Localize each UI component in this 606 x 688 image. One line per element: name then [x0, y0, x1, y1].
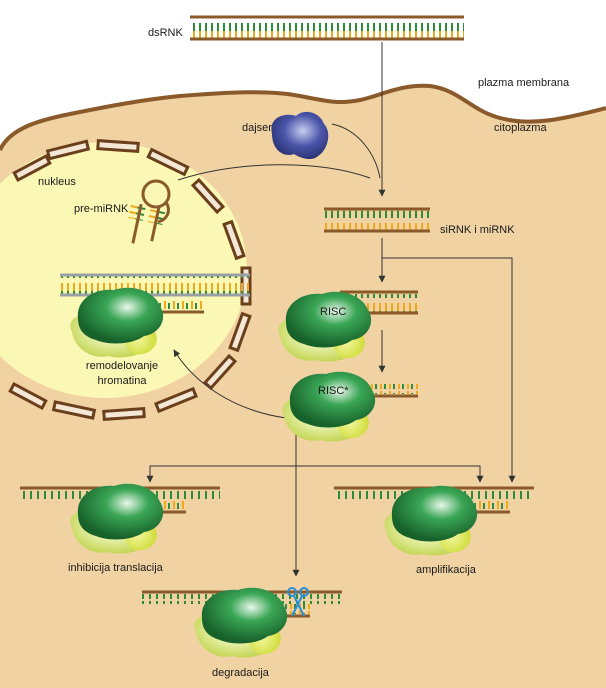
label-pre-mirna: pre-miRNK — [74, 203, 129, 215]
sirna-mirna-duplex — [324, 207, 430, 233]
pre-mirna-hairpin — [128, 179, 171, 244]
label-amplification: amplifikacija — [416, 564, 477, 576]
label-dsrna: dsRNK — [148, 27, 184, 39]
label-plasma-membrane: plazma membrana — [478, 77, 570, 89]
plasma-membrane — [0, 83, 606, 151]
label-cytoplasm: citoplazma — [494, 122, 547, 134]
label-risc-active: RISC* — [318, 385, 349, 397]
dsrna-strand — [190, 15, 464, 41]
pathway-arrows — [146, 42, 516, 577]
dicer-icon — [271, 111, 329, 160]
scissors-icon — [287, 587, 309, 617]
label-degradation: degradacija — [212, 667, 270, 679]
label-chromatin-2: hromatina — [98, 375, 148, 387]
nucleus-interior — [0, 142, 247, 398]
label-risc: RISC — [320, 306, 346, 318]
label-translation-inhibition: inhibicija translacija — [68, 562, 164, 574]
label-chromatin-1: remodelovanje — [86, 360, 158, 372]
chromatin-dna — [60, 273, 250, 314]
label-nucleus: nukleus — [38, 176, 76, 188]
label-sirna-mirna: siRNK i miRNK — [440, 224, 515, 236]
label-dicer: dajser — [242, 122, 272, 134]
